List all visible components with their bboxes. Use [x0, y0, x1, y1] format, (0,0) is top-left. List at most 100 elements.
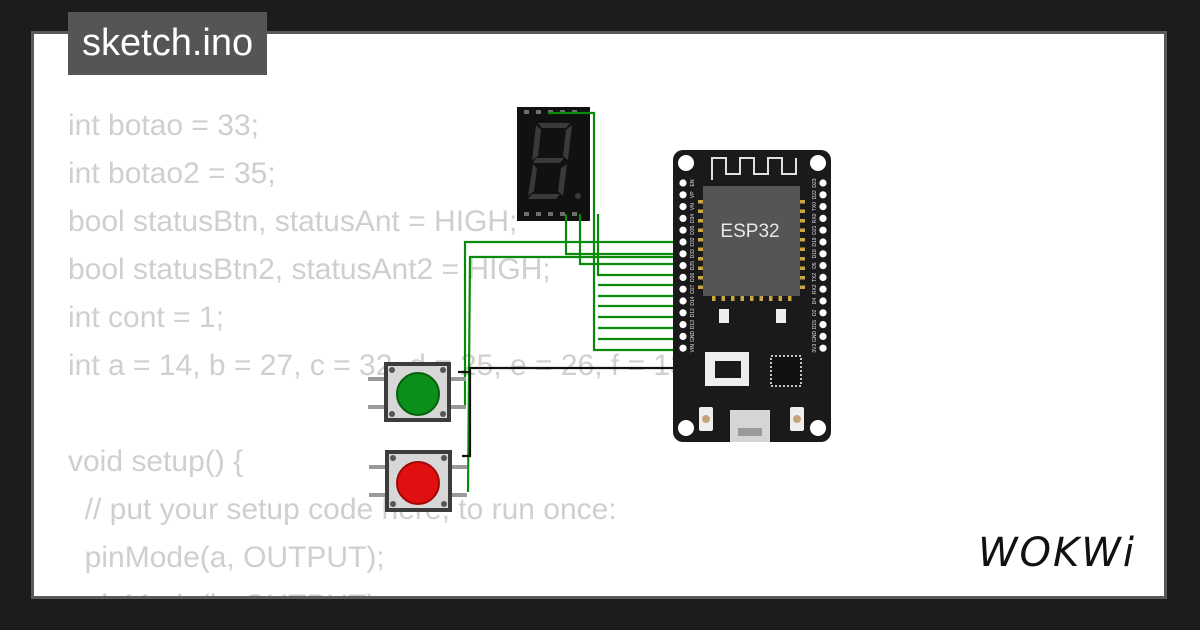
pin-hole[interactable] — [819, 297, 827, 305]
wire-gnd — [462, 372, 472, 458]
pin-hole[interactable] — [819, 203, 827, 211]
mount-hole — [678, 420, 694, 436]
pin-hole[interactable] — [819, 321, 827, 329]
pin-label: D12 — [690, 308, 696, 317]
usb-port-inner — [738, 428, 762, 436]
green-pushbutton[interactable] — [368, 362, 466, 422]
code-line: // put your setup code here, to run once… — [68, 493, 617, 526]
pin-hole[interactable] — [819, 262, 827, 270]
en-button-cap — [793, 415, 801, 423]
pin-hole[interactable] — [679, 297, 687, 305]
smd-component — [719, 309, 729, 323]
display-pins-bottom — [524, 212, 577, 216]
pin-hole[interactable] — [819, 179, 827, 187]
seven-segment-display[interactable] — [517, 107, 590, 221]
pin-hole[interactable] — [819, 285, 827, 293]
code-line: bool statusBtn2, statusAnt2 = HIGH; — [68, 253, 551, 286]
pin-hole[interactable] — [679, 262, 687, 270]
pin-hole[interactable] — [679, 250, 687, 258]
wifi-antenna-icon — [711, 157, 797, 180]
mount-hole — [810, 420, 826, 436]
pin-label: EN — [690, 179, 696, 186]
pin-label: GND — [690, 330, 696, 342]
pin-hole[interactable] — [819, 273, 827, 281]
mount-hole — [810, 155, 826, 171]
pin-label: VIN — [690, 344, 696, 353]
esp32-chip — [703, 186, 800, 296]
pin-hole[interactable] — [819, 332, 827, 340]
wokwi-logo-text: WOKWi — [978, 530, 1136, 576]
boot-button-cap — [702, 415, 710, 423]
pin-hole[interactable] — [819, 250, 827, 258]
code-line: int botao2 = 35; — [68, 157, 276, 190]
display-segments — [528, 123, 581, 199]
code-line: int cont = 1; — [68, 301, 224, 334]
pin-hole[interactable] — [679, 344, 687, 352]
usb-uart-chip — [770, 355, 802, 387]
wire — [564, 214, 683, 256]
pin-label: D27 — [690, 284, 696, 293]
pin-label: D13 — [690, 320, 696, 329]
wire — [596, 214, 683, 277]
code-line: pinMode(a, OUTPUT); — [68, 541, 385, 574]
pin-label: RX0 — [812, 213, 818, 223]
pin-label: D19 — [812, 237, 818, 246]
pin-label: VP — [690, 191, 696, 198]
pin-label: D35 — [690, 225, 696, 234]
wire — [548, 111, 683, 352]
pin-label: 3V3 — [812, 344, 818, 353]
pin-label: D33 — [690, 249, 696, 258]
pin-label: VN — [690, 203, 696, 210]
pin-label: RX2 — [812, 284, 818, 294]
pin-label: D26 — [690, 273, 696, 282]
pin-label: D14 — [690, 296, 696, 305]
pin-hole[interactable] — [679, 273, 687, 281]
pin-label: TX0 — [812, 202, 818, 211]
code-line: pinMode(b, OUTPUT); — [68, 582, 796, 596]
pin-hole[interactable] — [819, 238, 827, 246]
pin-label: D21 — [812, 225, 818, 234]
regulator-tab — [715, 361, 741, 378]
pin-label: D18 — [812, 249, 818, 258]
pin-hole[interactable] — [679, 226, 687, 234]
code-block: int botao = 33;int botao2 = 35;bool stat… — [68, 102, 796, 596]
pin-label: D5 — [812, 262, 818, 269]
pin-hole[interactable] — [679, 309, 687, 317]
red-pushbutton[interactable] — [369, 450, 467, 512]
pin-label: D4 — [812, 298, 818, 305]
wokwi-logo: WOKWi — [978, 530, 1136, 576]
pin-label: D15 — [812, 320, 818, 329]
code-line: bool statusBtn, statusAnt = HIGH; — [68, 205, 518, 238]
smd-component — [776, 309, 786, 323]
usb-port-icon — [730, 410, 770, 442]
pin-label: D22 — [812, 190, 818, 199]
code-card: int botao = 33;int botao2 = 35;bool stat… — [34, 34, 1164, 596]
pin-label: D23 — [812, 178, 818, 187]
left-pin-header: ENVPVND34D35D32D33D25D26D27D14D12D13GNDV… — [679, 179, 696, 352]
pin-hole[interactable] — [819, 309, 827, 317]
right-pin-header: D23D22TX0RX0D21D19D18D5TX2RX2D4D2D15GND3… — [812, 178, 827, 353]
chip-label: ESP32 — [720, 221, 779, 242]
pin-hole[interactable] — [819, 226, 827, 234]
pin-hole[interactable] — [679, 214, 687, 222]
pin-label: TX2 — [812, 273, 818, 282]
pin-hole[interactable] — [679, 285, 687, 293]
wire — [578, 214, 683, 266]
wire-gnd — [458, 366, 683, 374]
pin-hole[interactable] — [679, 203, 687, 211]
pin-label: D25 — [690, 261, 696, 270]
pin-hole[interactable] — [819, 191, 827, 199]
pin-hole[interactable] — [679, 321, 687, 329]
pin-hole[interactable] — [679, 238, 687, 246]
esp32-board[interactable]: ESP32 ENVPVND34D35D32D33D25D26D27D14D12D… — [673, 150, 831, 442]
pin-hole[interactable] — [679, 332, 687, 340]
pin-hole[interactable] — [819, 344, 827, 352]
wire — [463, 240, 683, 407]
pin-hole[interactable] — [819, 214, 827, 222]
mount-hole — [678, 155, 694, 171]
pin-hole[interactable] — [679, 179, 687, 187]
wires — [458, 111, 683, 493]
pin-hole[interactable] — [679, 191, 687, 199]
